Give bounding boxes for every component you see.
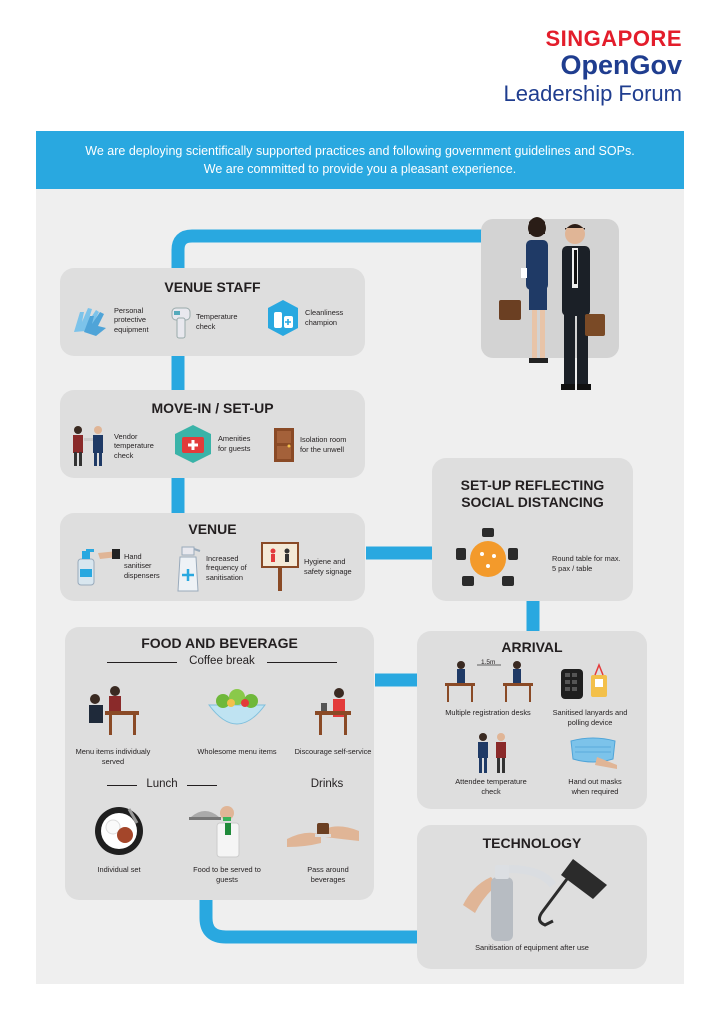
technology-title: TECHNOLOGY [482, 835, 582, 851]
gloves-icon [74, 308, 106, 336]
hand-sanitiser-item: Hand sanitiser dispensers [74, 545, 166, 587]
sanitisation-equipment-label: Sanitisation of equipment after use [475, 943, 589, 952]
isolation-room-item: Isolation room for the unwell [272, 426, 350, 464]
venue-title: VENUE [188, 521, 237, 537]
self-service-icon [315, 688, 351, 735]
logo-leadership-forum: Leadership Forum [503, 81, 682, 106]
thermometer-gun-icon [171, 307, 191, 339]
coffee-break-heading: Coffee break [189, 655, 255, 667]
lunch-heading: Lunch [146, 778, 178, 790]
sanitisation-frequency-label: Increased frequency of sanitisation [206, 553, 247, 582]
signage-item: Hygiene and safety signage [260, 541, 354, 593]
self-service-label: Discourage self-service [294, 747, 372, 756]
wholesome-menu-label: Wholesome menu items [197, 747, 277, 756]
round-table-icon [456, 528, 518, 586]
hand-out-masks-label: Hand out masks when required [568, 777, 622, 796]
safety-signage-icon [261, 542, 299, 591]
food-beverage-title: FOOD AND BEVERAGE [141, 635, 298, 651]
waiter-serving-icon [189, 806, 240, 858]
hand-sanitiser-icon [77, 549, 120, 586]
venue-card: VENUE Hand sanitiser dispensers Increase… [60, 513, 365, 601]
signage-label: Hygiene and safety signage [304, 557, 352, 576]
food-beverage-card: FOOD AND BEVERAGE Coffee break Menu item… [65, 627, 374, 900]
amenities-item: Amenities for guests [172, 424, 258, 464]
face-mask-icon [570, 737, 617, 769]
banner-line-2: We are committed to provide you a pleasa… [203, 162, 517, 176]
individual-set-label: Individual set [97, 865, 141, 874]
lanyards-device-label: Sanitised lanyards and polling device [552, 708, 628, 727]
round-table-label: Round table for max. 5 pax / table [552, 554, 621, 573]
drinks-heading: Drinks [310, 778, 344, 790]
registration-desks-label: Multiple registration desks [445, 708, 531, 717]
logo-opengov: OpenGov [560, 50, 682, 80]
arrival-card: ARRIVAL 1.5m Multiple registration desks… [417, 631, 647, 809]
social-distancing-title-2: SOCIAL DISTANCING [461, 494, 604, 510]
social-distancing-card: SET-UP REFLECTING SOCIAL DISTANCING Roun… [432, 458, 633, 601]
move-in-title: MOVE-IN / SET-UP [151, 400, 274, 416]
social-distancing-title-1: SET-UP REFLECTING [460, 477, 605, 493]
logo: SINGAPORE OpenGov Leadership Forum [503, 28, 682, 105]
meal-plate-icon [95, 807, 143, 855]
first-aid-kit-icon [175, 425, 211, 463]
distance-label: 1.5m [481, 659, 496, 666]
temperature-check-label: Temperature check [196, 312, 238, 331]
lanyards-device-icon [561, 663, 607, 699]
sanitisation-frequency-item: Increased frequency of sanitisation [172, 543, 254, 593]
intro-banner: We are deploying scientifically supporte… [36, 131, 684, 189]
food-served-label: Food to be served to guests [193, 865, 261, 884]
isolation-room-label: Isolation room for the unwell [300, 435, 347, 454]
beverage-handover-icon [287, 823, 359, 847]
pass-beverages-label: Pass around beverages [307, 865, 349, 884]
business-people-illustration [499, 217, 605, 390]
vendor-check-icon [73, 426, 103, 466]
attendee-temperature-label: Attendee temperature check [455, 777, 527, 796]
arrival-title: ARRIVAL [501, 639, 563, 655]
logo-singapore: SINGAPORE [545, 26, 682, 51]
cleanliness-champion-label: Cleanliness champion [305, 308, 344, 327]
venue-staff-card: VENUE STAFF Personal protective equipmen… [60, 268, 365, 356]
registration-desks-icon [445, 661, 533, 702]
served-menu-icon [89, 686, 139, 735]
spray-bottle-icon [177, 546, 201, 592]
attendee-temperature-icon [478, 733, 506, 773]
temperature-check-item: Temperature check [168, 302, 248, 342]
ppe-item: Personal protective equipment [70, 302, 158, 338]
hand-sanitiser-label: Hand sanitiser dispensers [124, 551, 160, 580]
salad-bowl-icon [208, 689, 266, 725]
cleanliness-champion-item: Cleanliness champion [265, 298, 351, 338]
move-in-card: MOVE-IN / SET-UP Vendor temperature chec… [60, 390, 365, 478]
door-icon [274, 428, 294, 462]
ppe-label: Personal protective equipment [114, 305, 149, 334]
vendor-temperature-label: Vendor temperature check [114, 431, 154, 460]
menu-served-label: Menu items individualy served [75, 747, 151, 766]
banner-line-1: We are deploying scientifically supporte… [85, 143, 635, 158]
sanitise-equipment-icon [463, 859, 607, 941]
amenities-label: Amenities for guests [218, 434, 251, 453]
technology-card: TECHNOLOGY Sanitisation of equipment aft… [417, 825, 647, 969]
vendor-temperature-item: Vendor temperature check [68, 424, 162, 468]
cleanliness-badge-icon [268, 300, 298, 336]
venue-staff-title: VENUE STAFF [164, 279, 261, 295]
